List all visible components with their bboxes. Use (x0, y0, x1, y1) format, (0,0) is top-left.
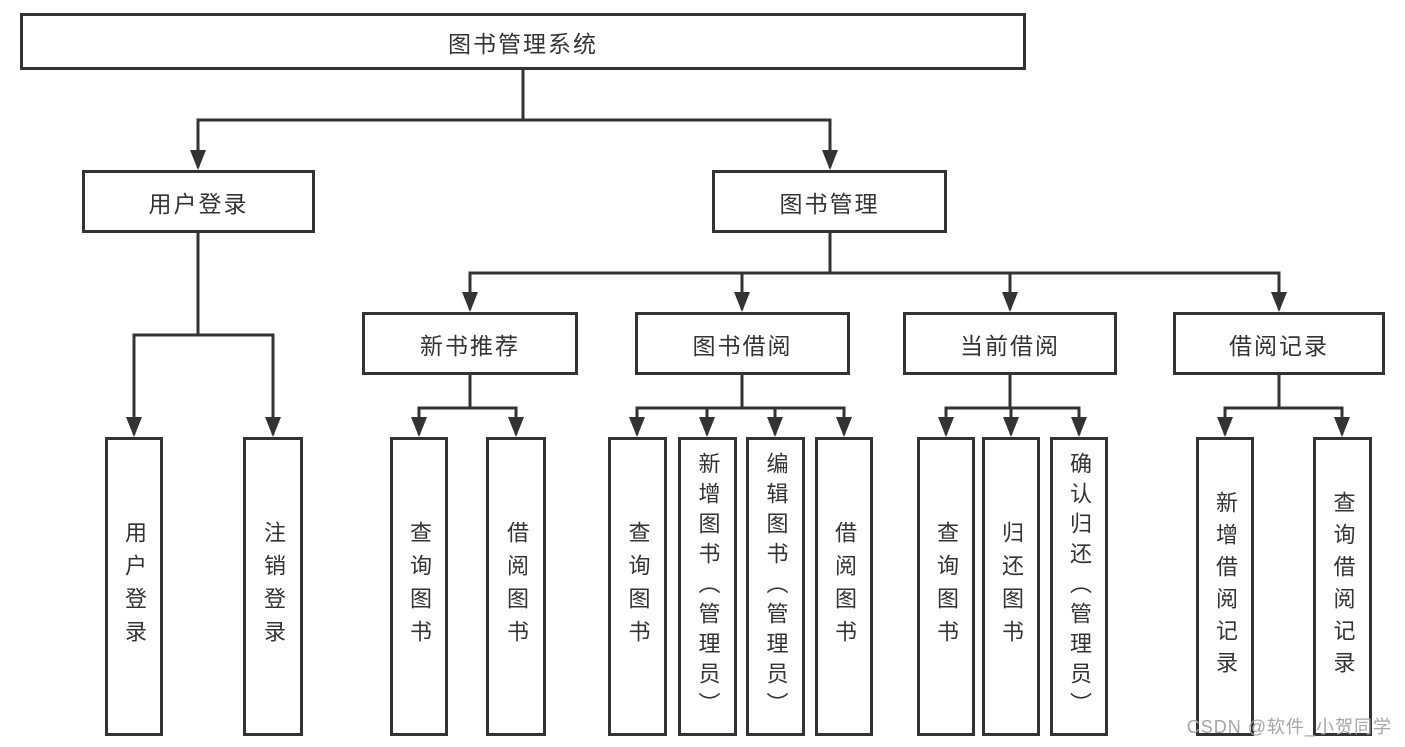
leaf-return-book: 归还图书 (982, 437, 1040, 736)
leaf-user-login: 用户登录 (105, 437, 163, 736)
node-borrowing-records: 借阅记录 (1173, 312, 1385, 375)
node-new-book-recommendation: 新书推荐 (362, 312, 578, 375)
leaf-logout: 注销登录 (243, 437, 303, 736)
leaf-query-borrow-record: 查询借阅记录 (1313, 437, 1372, 736)
leaf-borrow-books-borrowing: 借阅图书 (815, 437, 873, 736)
leaf-query-books-current: 查询图书 (917, 437, 975, 736)
node-library-management-system: 图书管理系统 (20, 13, 1026, 70)
leaf-add-borrow-record: 新增借阅记录 (1196, 437, 1254, 736)
leaf-confirm-return-admin: 确认归还（管理员） (1050, 437, 1108, 736)
node-book-management-branch: 图书管理 (712, 170, 947, 233)
leaf-edit-book-admin: 编辑图书（管理员） (746, 437, 805, 736)
leaf-query-books-recommend: 查询图书 (390, 437, 448, 736)
node-book-borrowing: 图书借阅 (635, 312, 850, 375)
node-user-login-branch: 用户登录 (82, 170, 315, 233)
leaf-add-book-admin: 新增图书（管理员） (678, 437, 737, 736)
csdn-watermark: CSDN @软件_小贺同学 (1186, 717, 1392, 737)
node-current-borrowing: 当前借阅 (903, 312, 1117, 375)
leaf-borrow-books-recommend: 借阅图书 (486, 437, 546, 736)
leaf-query-books-borrowing: 查询图书 (608, 437, 667, 736)
